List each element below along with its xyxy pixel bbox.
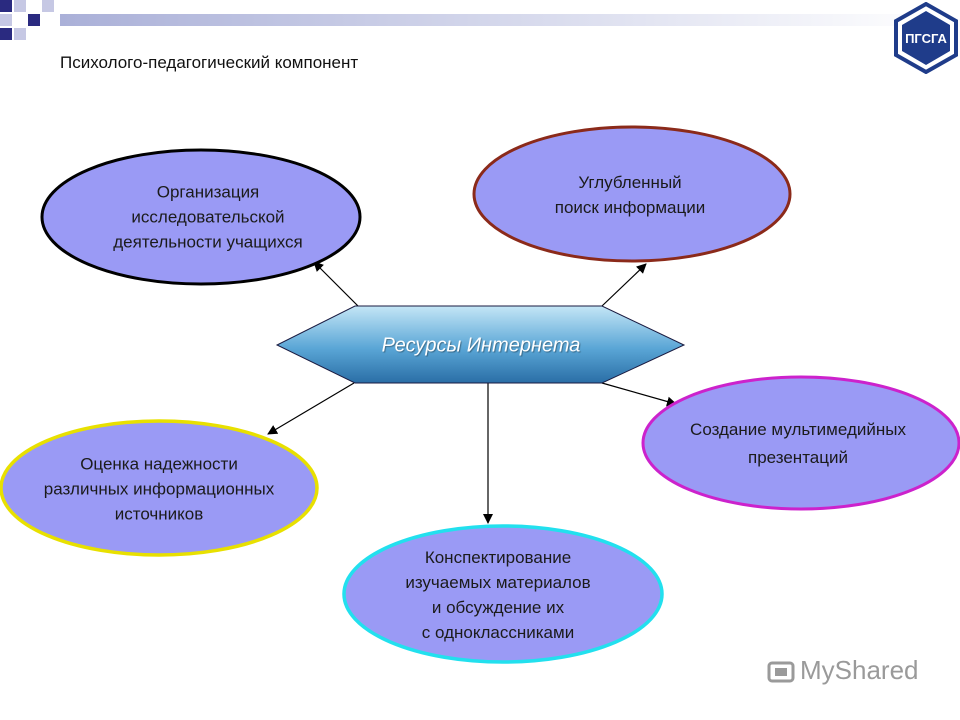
node-reliability-label: Оценка надежности различных информационн…	[44, 452, 275, 527]
node-search-ellipse	[472, 125, 792, 263]
center-hexagon	[275, 305, 686, 384]
watermark-text: MyShared	[800, 655, 919, 685]
node-search-line-1: Углубленный	[578, 173, 682, 192]
top-gradient-bar	[0, 0, 940, 40]
node-research-line-1: Организация	[156, 182, 260, 202]
node-search-label: Углубленный поиск информации	[555, 170, 705, 220]
watermark-icon	[767, 661, 795, 683]
arrow-to-research	[313, 261, 359, 307]
node-search-line-2: поиск информации	[554, 198, 706, 217]
slide-title: Психолого-педагогический компонент	[60, 53, 359, 72]
top-decor-bar	[0, 0, 960, 40]
node-notes-line-4: с одноклассниками	[421, 623, 575, 642]
node-reliability-line-2: различных информационных	[43, 479, 275, 499]
node-research-label: Организация исследовательской деятельнос…	[113, 180, 303, 255]
node-research-ellipse	[40, 148, 362, 286]
arrow-to-reliability	[267, 382, 355, 435]
node-notes-line-2: изучаемых материалов	[405, 573, 591, 592]
node-research-line-2: исследовательской	[131, 207, 285, 227]
node-notes-line-1: Конспектирование	[424, 548, 572, 567]
node-multimedia-line-1: Создание мультимедийных	[690, 420, 906, 439]
node-reliability-ellipse	[0, 419, 319, 557]
logo-text: ПГСГА	[905, 31, 947, 46]
node-multimedia-ellipse	[641, 375, 960, 511]
node-notes-ellipse	[342, 524, 664, 664]
center-label: Ресурсы Интернета	[381, 334, 581, 357]
node-notes-label: Конспектирование изучаемых материалов и …	[405, 545, 590, 645]
node-multimedia-line-2: презентаций	[748, 448, 848, 467]
node-reliability-line-3: источников	[114, 504, 204, 524]
arrow-to-search	[601, 263, 647, 307]
watermark: MyShared	[766, 655, 919, 687]
node-reliability-line-1: Оценка надежности	[80, 454, 238, 474]
arrow-to-multimedia	[601, 382, 677, 407]
node-multimedia-label: Создание мультимедийных презентаций	[690, 416, 906, 472]
node-notes-line-3: и обсуждение их	[431, 598, 565, 617]
node-research-line-3: деятельности учащихся	[113, 232, 303, 252]
pgsga-logo: ПГСГА	[894, 2, 958, 74]
